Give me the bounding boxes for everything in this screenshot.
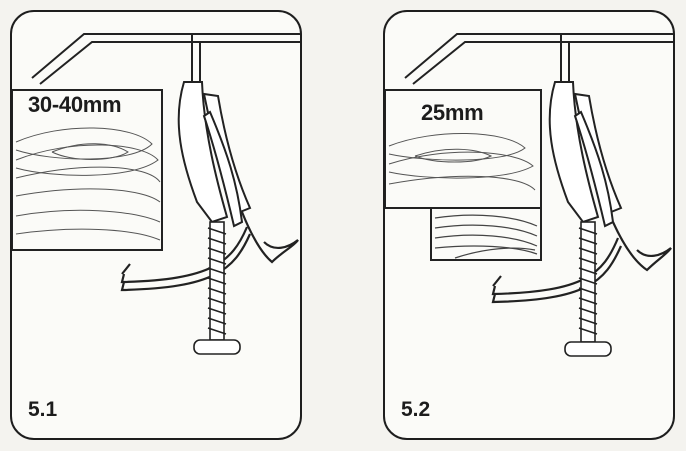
threaded-screw [193, 221, 241, 355]
clamp-illustration-b [385, 33, 673, 357]
panel-step-5-1: 30-40mm 5.1 [10, 10, 302, 440]
worktop-block [12, 89, 163, 251]
sink-rim [404, 33, 673, 96]
clamp-body [177, 81, 252, 228]
thickness-label: 30-40mm [28, 92, 122, 117]
sink-rim [31, 33, 300, 96]
step-label: 5.1 [28, 398, 58, 421]
threaded-screw [564, 221, 612, 357]
thickness-label: 25mm [421, 100, 484, 125]
clamp-illustration-a [12, 33, 300, 355]
step-label: 5.2 [401, 398, 431, 421]
spacer-block [430, 207, 542, 261]
clamp-body [548, 81, 623, 228]
panel-step-5-2: 25mm 5.2 [383, 10, 675, 440]
